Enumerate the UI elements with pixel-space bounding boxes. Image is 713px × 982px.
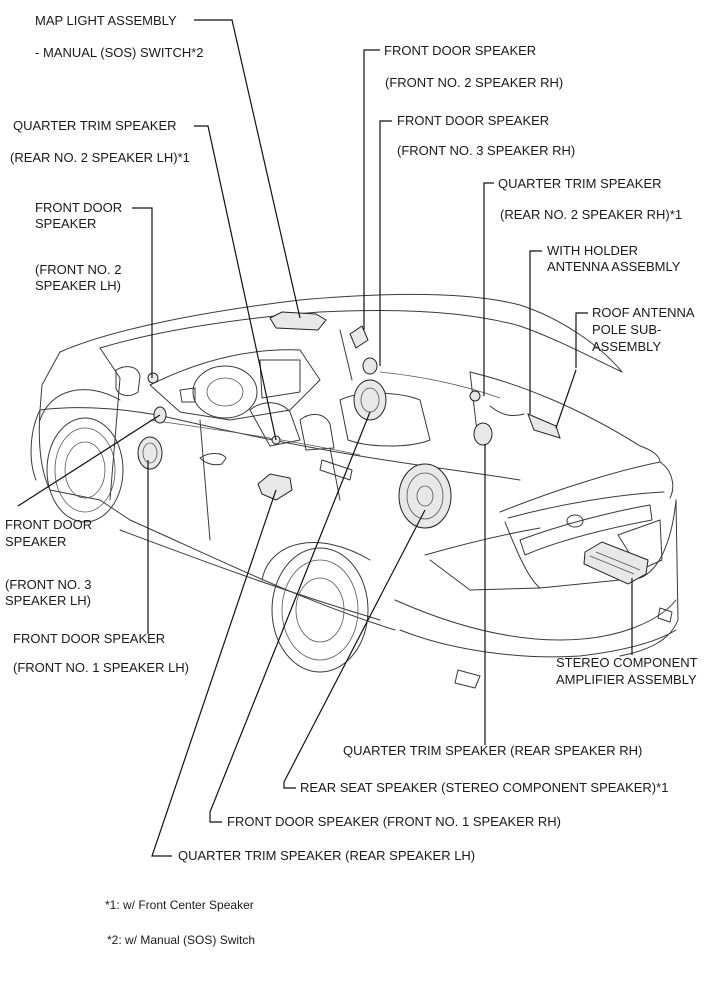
label-fd-front3-lh-2: SPEAKER: [5, 534, 67, 549]
label-holder-antenna-2: ANTENNA ASSEBMLY: [547, 259, 681, 274]
label-fd-front2-lh-4: SPEAKER LH): [35, 278, 121, 293]
label-amplifier-1: STEREO COMPONENT: [556, 655, 698, 670]
map-light-assembly-icon: [269, 311, 327, 331]
label-fd-front3-lh-3: (FRONT NO. 3: [5, 577, 92, 592]
label-rear-seat: REAR SEAT SPEAKER (STEREO COMPONENT SPEA…: [300, 780, 669, 795]
label-fd-front1-rh: FRONT DOOR SPEAKER (FRONT NO. 1 SPEAKER …: [227, 814, 561, 829]
label-fd-front2-lh-2: SPEAKER: [35, 216, 97, 231]
label-fd-front1-lh-1: FRONT DOOR SPEAKER: [13, 631, 166, 646]
front-no3-speaker-rh-icon: [362, 357, 378, 375]
front-no2-speaker-rh-icon: [349, 325, 369, 349]
leader-lines: [17, 19, 633, 857]
label-qt-rear2-lh-1: QUARTER TRIM SPEAKER: [13, 118, 177, 133]
label-fd-front2-lh-3: (FRONT NO. 2: [35, 262, 122, 277]
label-fd-front3-lh-1: FRONT DOOR: [5, 517, 93, 532]
holder-antenna-icon: [527, 413, 561, 439]
label-qt-rear2-rh-1: QUARTER TRIM SPEAKER: [498, 176, 662, 191]
label-roof-antenna-2: POLE SUB-: [592, 322, 662, 337]
label-fd-front2-rh-1: FRONT DOOR SPEAKER: [384, 43, 537, 58]
quarter-trim-rear-lh-icon: [257, 473, 293, 501]
footnote-2: *2: w/ Manual (SOS) Switch: [107, 933, 256, 947]
label-qt-rear-lh: QUARTER TRIM SPEAKER (REAR SPEAKER LH): [178, 848, 476, 863]
car-illustration: [30, 294, 679, 689]
label-qt-rear2-rh-2: (REAR NO. 2 SPEAKER RH)*1: [500, 207, 683, 222]
label-roof-antenna-1: ROOF ANTENNA: [592, 305, 695, 320]
front-no2-speaker-lh-icon: [147, 372, 159, 384]
quarter-trim-rear-rh-icon: [473, 422, 493, 446]
roof-antenna-pole-icon: [555, 369, 577, 429]
label-amplifier-2: AMPLIFIER ASSEMBLY: [556, 672, 697, 687]
components: [137, 311, 649, 585]
label-fd-front2-rh-2: (FRONT NO. 2 SPEAKER RH): [385, 75, 564, 90]
quarter-trim-rear-no2-rh-icon: [469, 390, 481, 402]
label-fd-front3-rh-2: (FRONT NO. 3 SPEAKER RH): [397, 143, 576, 158]
label-fd-front3-lh-4: SPEAKER LH): [5, 593, 91, 608]
label-holder-antenna-1: WITH HOLDER: [547, 243, 638, 258]
label-fd-front2-lh-1: FRONT DOOR: [35, 200, 123, 215]
label-fd-front3-rh-1: FRONT DOOR SPEAKER: [397, 113, 550, 128]
label-fd-front1-lh-2: (FRONT NO. 1 SPEAKER LH): [13, 660, 190, 675]
label-qt-rear2-lh-2: (REAR NO. 2 SPEAKER LH)*1: [10, 150, 190, 165]
label-qt-rear-rh: QUARTER TRIM SPEAKER (REAR SPEAKER RH): [343, 743, 643, 758]
front-no1-speaker-rh-icon: [353, 379, 387, 421]
front-no1-speaker-lh-icon: [137, 436, 163, 470]
label-roof-antenna-3: ASSEMBLY: [592, 339, 662, 354]
stereo-amplifier-icon: [583, 541, 649, 585]
label-map-light-1: MAP LIGHT ASSEMBLY: [35, 13, 177, 28]
footnote-1: *1: w/ Front Center Speaker: [105, 898, 254, 912]
label-map-light-2: - MANUAL (SOS) SWITCH*2: [35, 45, 204, 60]
